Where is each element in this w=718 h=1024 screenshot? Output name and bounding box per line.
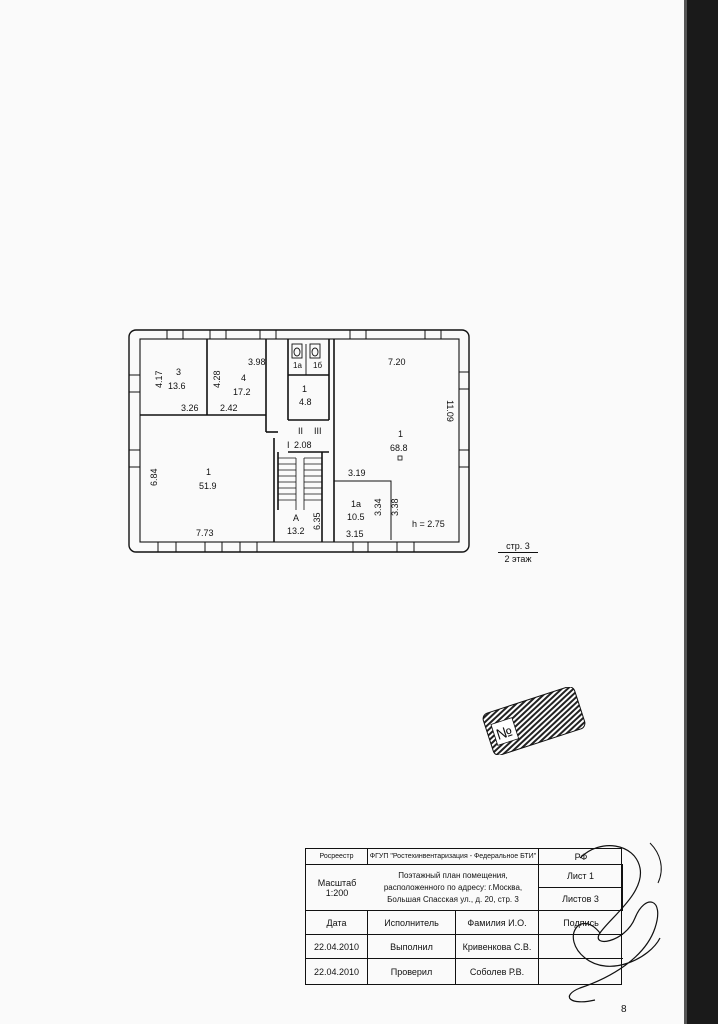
org-full: ФГУП "Ростехинвентаризация - Федеральное… xyxy=(368,849,539,865)
room-1a-right-dim-c: 3.38 xyxy=(390,498,400,516)
room-1a-number: 1а xyxy=(293,361,302,370)
room-1a-right-area: 10.5 xyxy=(347,512,365,522)
org-short: Росреестр xyxy=(306,849,368,865)
roman-ii: II xyxy=(298,426,303,436)
room-1a-right-dim-b: 3.34 xyxy=(373,498,383,516)
handwritten-signature xyxy=(568,842,662,1003)
col-date: Дата xyxy=(306,911,368,935)
room-3-dimension: 4.17 xyxy=(154,370,164,388)
scale-label: Масштаб xyxy=(317,877,357,888)
hologram-stamp: № xyxy=(482,687,586,755)
room-1-left-width: 7.73 xyxy=(196,528,214,538)
room-1a-right-width: 3.15 xyxy=(346,529,364,539)
roman-iii: III xyxy=(314,426,322,436)
room-1-left-height: 6.84 xyxy=(149,468,159,486)
stamp-number-sign: № xyxy=(494,723,515,744)
page-reference: стр. 3 2 этаж xyxy=(498,540,538,565)
room-1-small-number: 1 xyxy=(302,384,307,394)
dimension-3-26: 3.26 xyxy=(181,403,199,413)
ceiling-height: h = 2.75 xyxy=(412,519,445,529)
floor-plan: 3 13.6 4.17 4 17.2 3.98 4.28 1а 1б 1 4.8… xyxy=(128,329,470,553)
room-1a-right-number: 1а xyxy=(351,499,361,509)
room-1-right-width: 7.20 xyxy=(388,357,406,367)
binding-edge xyxy=(684,0,718,1024)
room-1a-right-dim: 3.19 xyxy=(348,468,366,478)
roman-i: I xyxy=(287,440,290,450)
room-4-dimension: 4.28 xyxy=(212,370,222,388)
row-1-date: 22.04.2010 xyxy=(306,935,368,959)
row-1-role: Выполнил xyxy=(368,935,456,959)
row-1-name: Кривенкова С.В. xyxy=(456,935,539,959)
stair-length: 6.35 xyxy=(312,512,322,530)
dimension-2-42: 2.42 xyxy=(220,403,238,413)
row-2-name: Соболев Р.В. xyxy=(456,959,539,984)
scale-value: 1:200 xyxy=(325,887,349,898)
room-4-width: 3.98 xyxy=(248,357,266,367)
sheets-label: Листов 3 xyxy=(539,888,623,911)
row-2-date: 22.04.2010 xyxy=(306,959,368,984)
room-4-area: 17.2 xyxy=(233,387,251,397)
room-1-small-area: 4.8 xyxy=(299,397,312,407)
room-1-left-number: 1 xyxy=(206,467,211,477)
page-number: 8 xyxy=(621,1004,627,1015)
page-ref-floor: 2 этаж xyxy=(498,552,538,565)
room-1-right-number: 1 xyxy=(398,429,403,439)
row-2-role: Проверил xyxy=(368,959,456,984)
stair-number: А xyxy=(293,513,299,523)
room-1-right-length: 11.09 xyxy=(445,400,455,422)
col-signature: Подпись xyxy=(539,911,623,935)
room-1-left-area: 51.9 xyxy=(199,481,217,491)
room-4-number: 4 xyxy=(241,373,246,383)
corridor-dimension: 2.08 xyxy=(294,440,312,450)
page-ref-sheet: стр. 3 xyxy=(506,541,530,551)
room-1-right-area: 68.8 xyxy=(390,443,408,453)
scale-cell: Масштаб 1:200 xyxy=(306,865,368,911)
stair-area: 13.2 xyxy=(287,526,305,536)
room-1b-number: 1б xyxy=(313,361,322,370)
plan-description: Поэтажный план помещения, расположенного… xyxy=(368,865,539,911)
col-name: Фамилия И.О. xyxy=(456,911,539,935)
row-1-signature xyxy=(539,935,623,959)
sheet-label: Лист 1 xyxy=(539,865,623,888)
col-executor: Исполнитель xyxy=(368,911,456,935)
title-block: Росреестр ФГУП "Ростехинвентаризация - Ф… xyxy=(305,848,623,985)
room-3-area: 13.6 xyxy=(168,381,186,391)
room-3-number: 3 xyxy=(176,367,181,377)
